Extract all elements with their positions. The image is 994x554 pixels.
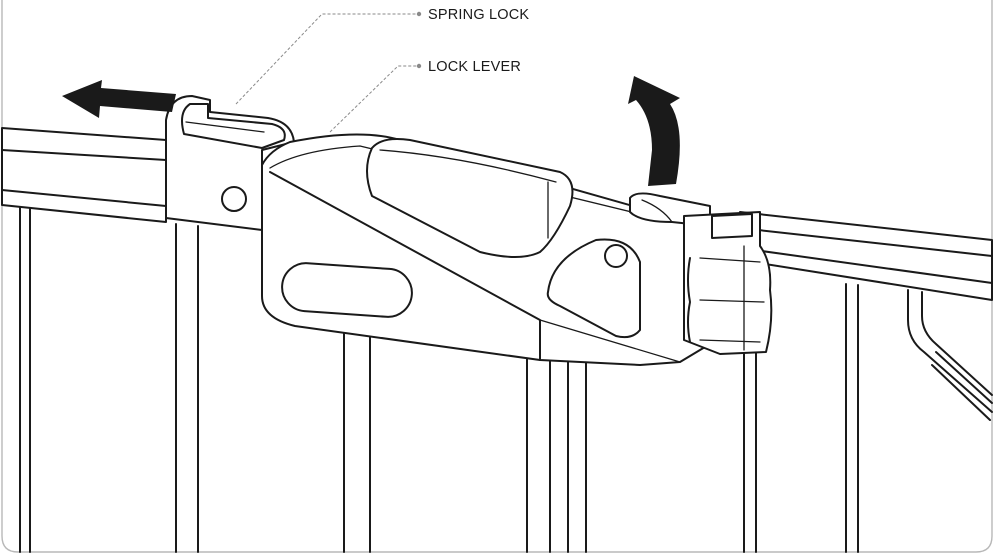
arrow-left-icon	[62, 80, 176, 118]
spring-lock-label: SPRING LOCK	[428, 7, 529, 23]
curved-arrow-up-icon	[628, 76, 680, 186]
spring-lock-callout: SPRING LOCK	[235, 7, 529, 105]
top-rail-left	[1, 127, 167, 223]
lock-lever-callout: LOCK LEVER	[329, 59, 521, 133]
gate-bracket	[907, 289, 993, 421]
top-rail-right	[739, 211, 993, 301]
gate-bars	[19, 189, 859, 553]
lock-lever	[366, 138, 574, 258]
lock-receiver	[683, 211, 773, 355]
release-button	[546, 238, 641, 339]
lock-lever-label: LOCK LEVER	[428, 59, 521, 75]
